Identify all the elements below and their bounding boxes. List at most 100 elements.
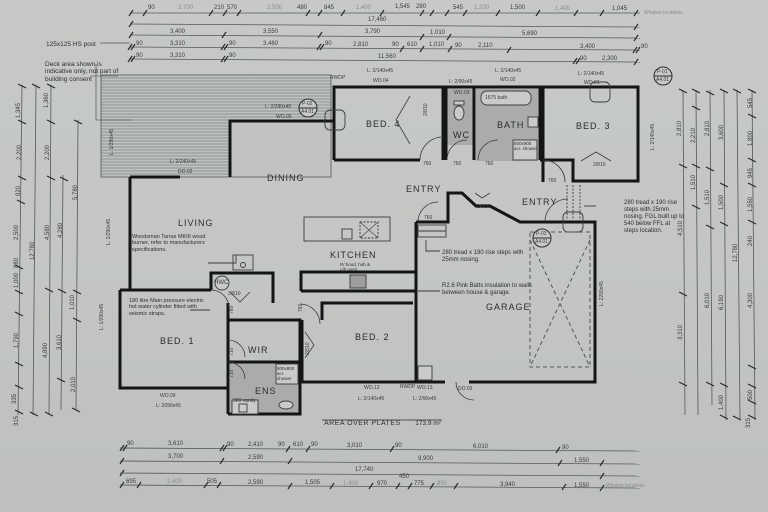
garage-steps-note: 280 tread x 190 rise steps with 25mm nos… [442, 250, 524, 263]
dim: 3,460 [263, 41, 279, 47]
dim: 1,010 [430, 30, 446, 36]
dim: 4,300 [748, 292, 754, 308]
tag-p01-bottom: A4.01 [656, 77, 670, 83]
dim: 1,505 [305, 480, 321, 486]
lintel-label: L: 1/290x45 [99, 303, 105, 330]
dim: 1,550 [574, 458, 590, 464]
downpipe-label: RWDP [330, 75, 346, 81]
dim: 2,110 [478, 43, 493, 49]
dim: 480 [297, 5, 308, 11]
dim: 90 [136, 53, 143, 59]
dim: 1,500 [510, 5, 526, 11]
tag-p03-bottom: A4.01 [535, 239, 549, 245]
dim: 2,500 [14, 224, 20, 240]
hs-post-note: 125x125 HS post [46, 41, 96, 48]
section-tags [298, 66, 673, 248]
dim: 3,610 [57, 334, 63, 350]
room-hwc: HWC [214, 280, 229, 286]
hot-water-note: 180 litre Main pressure electric hot wat… [129, 298, 204, 317]
right-dimension-lines [682, 89, 756, 421]
dim: 3,400 [170, 29, 186, 35]
lintel-label: L: 2/240x45 [170, 159, 197, 165]
dim: 695 [126, 479, 137, 485]
door-width: 760 [298, 303, 304, 312]
lintel-label: L: 2/140x45 [578, 71, 605, 77]
downpipe-label: RWDP [400, 384, 416, 390]
lintel-label: L: 1/290x45 [109, 128, 115, 155]
dim: 90 [392, 42, 399, 48]
dim: 2,810 [353, 42, 369, 48]
robe-door: 2/810 [423, 103, 429, 116]
dim: 280 [416, 4, 427, 10]
rangehood-note: R/ hood, hob & u/b oven [340, 262, 371, 273]
tag-p03-top: P-03 [536, 231, 547, 237]
dim: 850 [437, 481, 448, 487]
dim: 450 [399, 474, 410, 480]
room-entry-side: ENTRY [522, 197, 558, 207]
dim: 240 [748, 235, 754, 246]
dim: 3,610 [168, 441, 184, 447]
room-ens: ENS [255, 386, 277, 396]
dim: 3,940 [500, 482, 516, 488]
bath-label: 1675 bath [485, 95, 508, 101]
dim: 880 [14, 257, 20, 268]
dim: 1,510 [705, 189, 711, 205]
area-over-plates: AREA OVER PLATES 173.9 m² [324, 412, 441, 430]
lintel-label: L: 2290x45 [599, 281, 605, 306]
ens-shower-label: 800x800 acr. shower [277, 366, 295, 382]
room-wir: WIR [248, 345, 269, 355]
robe-door: 2/810 [593, 162, 606, 168]
dim: 610 [293, 442, 304, 448]
window-wo02: WO.02 [500, 77, 516, 83]
dim: 6,010 [473, 444, 489, 450]
dim: 90 [229, 41, 236, 47]
dim: 3,790 [365, 29, 381, 35]
dim: 2,700 [178, 5, 194, 11]
dim: 2,810 [705, 120, 711, 136]
dim: 11,560 [378, 54, 396, 60]
door-do02: DO.02 [178, 169, 193, 175]
dim: 2,500 [267, 5, 283, 11]
door-do03: DO.03 [458, 386, 473, 392]
fixtures [190, 81, 611, 415]
door-swings [210, 95, 612, 401]
window-wo12: WO.12 [364, 385, 380, 391]
dim: 90 [455, 43, 462, 49]
dim: 90 [580, 56, 587, 62]
dim: 1,345 [16, 102, 22, 118]
door-width: 760 [453, 161, 462, 167]
dim: 945 [748, 167, 754, 178]
dim: 1,000 [14, 272, 20, 288]
window-wo01: WO.01 [584, 80, 600, 86]
vanity-label: 900 vanity [233, 398, 256, 404]
dim: 1,400 [719, 394, 725, 410]
dim: 3,700 [168, 454, 184, 460]
dim: 90 [278, 442, 285, 448]
room-living: LIVING [178, 218, 214, 228]
window-wo13: WO.13 [417, 385, 433, 391]
dim: 1,550 [574, 483, 590, 489]
dim: 90 [136, 41, 143, 47]
wood-burner-note: Woodsman Tarras MKIII wood burner, refer… [132, 234, 206, 253]
dim: 570 [227, 5, 238, 11]
top-dimension-ticks [127, 9, 641, 66]
dim: 2,200 [17, 144, 23, 160]
window-wo09: WO.09 [160, 393, 176, 399]
dim: 5,780 [73, 184, 79, 200]
dim: 3,600 [719, 124, 725, 140]
deck-note: Deck area shown is indicative only, not … [45, 61, 119, 83]
window-wo03: WO.03 [454, 90, 470, 96]
dim: 1,200 [474, 5, 490, 11]
dim: 315 [14, 415, 20, 426]
dim: 90 [311, 442, 318, 448]
lintel-label: L: 2/140x45 [358, 396, 385, 402]
dim: 1,010 [429, 42, 445, 48]
door-width: 760 [485, 161, 494, 167]
lintel-label: L: 2/140x45 [367, 68, 394, 74]
bottom-dimension-lines [119, 447, 641, 489]
dim: 90 [562, 445, 569, 451]
lintel-label: L: 2/140x45 [650, 123, 656, 150]
walls [118, 85, 640, 416]
dim: 1,400 [356, 5, 372, 11]
